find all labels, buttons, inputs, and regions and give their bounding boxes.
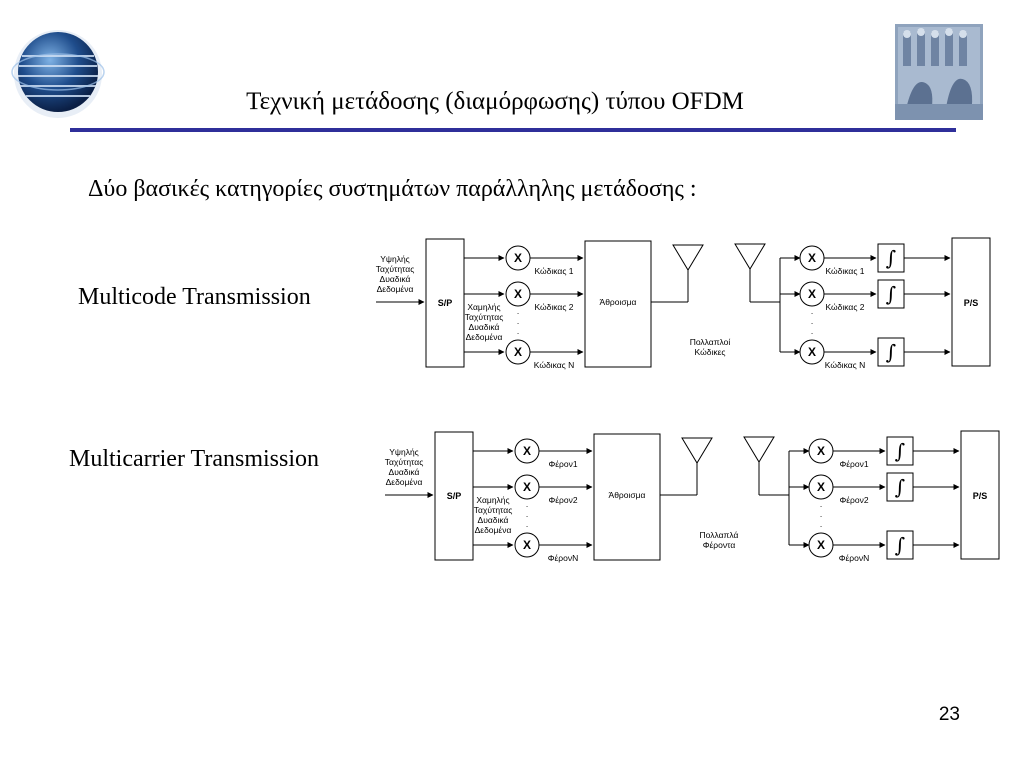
ellipsis-dots: · <box>526 501 529 511</box>
input-label: Ταχύτητας <box>385 457 424 467</box>
low-rate-label: Ταχύτητας <box>465 312 504 322</box>
integrator-block <box>877 279 905 309</box>
low-rate-label: Χαμηλής <box>476 495 509 505</box>
tx-code-label: Κώδικας 1 <box>534 266 573 276</box>
ps-block <box>960 430 1000 560</box>
sum-label: Άθροισμα <box>600 297 637 307</box>
integrator-symbol: ∫ <box>895 533 905 557</box>
integrator-block <box>886 436 914 466</box>
channel-label: Φέροντα <box>703 540 736 550</box>
channel-label: Πολλαπλά <box>700 530 739 540</box>
sum-label: Άθροισμα <box>609 490 646 500</box>
ellipsis-dots: · <box>820 501 823 511</box>
low-rate-label: Ταχύτητας <box>474 505 513 515</box>
sum-block <box>584 240 652 368</box>
channel-label: Πολλαπλοί <box>690 337 731 347</box>
sp-label: S/P <box>438 298 453 308</box>
rx-antenna-icon <box>734 243 766 270</box>
input-label: Υψηλής <box>389 447 419 457</box>
rx-code-label: Κώδικας N <box>825 360 865 370</box>
integrator-symbol: ∫ <box>895 475 905 499</box>
low-rate-label: Δεδομένα <box>466 332 503 342</box>
tx-code-label: ΦέρονN <box>548 553 579 563</box>
slide-subtitle: Δύο βασικές κατηγορίες συστημάτων παράλλ… <box>88 176 697 202</box>
rx-code-label: Κώδικας 2 <box>825 302 864 312</box>
input-label: Δυαδικά <box>389 467 420 477</box>
multicarrier-diagram: ΥψηλήςΤαχύτηταςΔυαδικάΔεδομέναS/PXΦέρον1… <box>385 430 1000 563</box>
multiplier-symbol: X <box>514 287 522 301</box>
rx-code-label: Φέρον2 <box>839 495 868 505</box>
ps-label: P/S <box>973 491 988 501</box>
globe-logo-icon <box>11 30 105 118</box>
rx-code-label: Φέρον1 <box>839 459 868 469</box>
integrator-block <box>877 243 905 273</box>
ellipsis-dots: · <box>526 511 529 521</box>
low-rate-label: Δυαδικά <box>469 322 500 332</box>
rx-multiplier-symbol: X <box>817 444 825 458</box>
input-label: Υψηλής <box>380 254 410 264</box>
sp-block <box>425 238 465 368</box>
integrator-symbol: ∫ <box>895 439 905 463</box>
low-rate-label: Δυαδικά <box>478 515 509 525</box>
low-rate-label: Χαμηλής <box>467 302 500 312</box>
rx-antenna-icon <box>743 436 775 463</box>
rx-multiplier-symbol: X <box>808 345 816 359</box>
ellipsis-dots: · <box>820 521 823 531</box>
integrator-symbol: ∫ <box>886 282 896 306</box>
rx-code-label: Κώδικας 1 <box>825 266 864 276</box>
ellipsis-dots: · <box>517 308 520 318</box>
multicode-diagram: ΥψηλήςΤαχύτηταςΔυαδικάΔεδομέναS/PXΚώδικα… <box>376 237 991 370</box>
tx-code-label: Φέρον2 <box>548 495 577 505</box>
ps-block <box>951 237 991 367</box>
sum-block <box>593 433 661 561</box>
rx-multiplier-symbol: X <box>808 251 816 265</box>
multicode-label: Multicode Transmission <box>78 284 311 310</box>
tx-code-label: Φέρον1 <box>548 459 577 469</box>
multiplier-symbol: X <box>523 480 531 494</box>
multiplier-symbol: X <box>523 538 531 552</box>
integrator-symbol: ∫ <box>886 340 896 364</box>
slide-title: Τεχνική μετάδοσης (διαμόρφωσης) τύπου OF… <box>246 88 744 115</box>
ellipsis-dots: · <box>526 521 529 531</box>
multicarrier-label: Multicarrier Transmission <box>69 446 319 472</box>
sp-label: S/P <box>447 491 462 501</box>
input-label: Δεδομένα <box>386 477 423 487</box>
tx-antenna-icon <box>681 437 713 464</box>
multiplier-symbol: X <box>514 251 522 265</box>
low-rate-label: Δεδομένα <box>475 525 512 535</box>
integrator-symbol: ∫ <box>886 246 896 270</box>
channel-label: Κώδικες <box>695 347 726 357</box>
input-label: Ταχύτητας <box>376 264 415 274</box>
rx-code-label: ΦέρονN <box>839 553 870 563</box>
rx-multiplier-symbol: X <box>817 480 825 494</box>
input-label: Δυαδικά <box>380 274 411 284</box>
tx-code-label: Κώδικας 2 <box>534 302 573 312</box>
title-divider <box>70 128 956 132</box>
integrator-block <box>886 472 914 502</box>
rx-multiplier-symbol: X <box>808 287 816 301</box>
ellipsis-dots: · <box>811 308 814 318</box>
tx-code-label: Κώδικας N <box>534 360 574 370</box>
page-number: 23 <box>938 704 960 725</box>
ps-label: P/S <box>964 298 979 308</box>
stone-relief-image <box>895 24 983 120</box>
tx-antenna-icon <box>672 244 704 271</box>
multiplier-symbol: X <box>523 444 531 458</box>
ellipsis-dots: · <box>811 318 814 328</box>
ellipsis-dots: · <box>811 328 814 338</box>
sp-block <box>434 431 474 561</box>
ellipsis-dots: · <box>517 318 520 328</box>
input-label: Δεδομένα <box>377 284 414 294</box>
ellipsis-dots: · <box>517 328 520 338</box>
multiplier-symbol: X <box>514 345 522 359</box>
rx-multiplier-symbol: X <box>817 538 825 552</box>
ellipsis-dots: · <box>820 511 823 521</box>
